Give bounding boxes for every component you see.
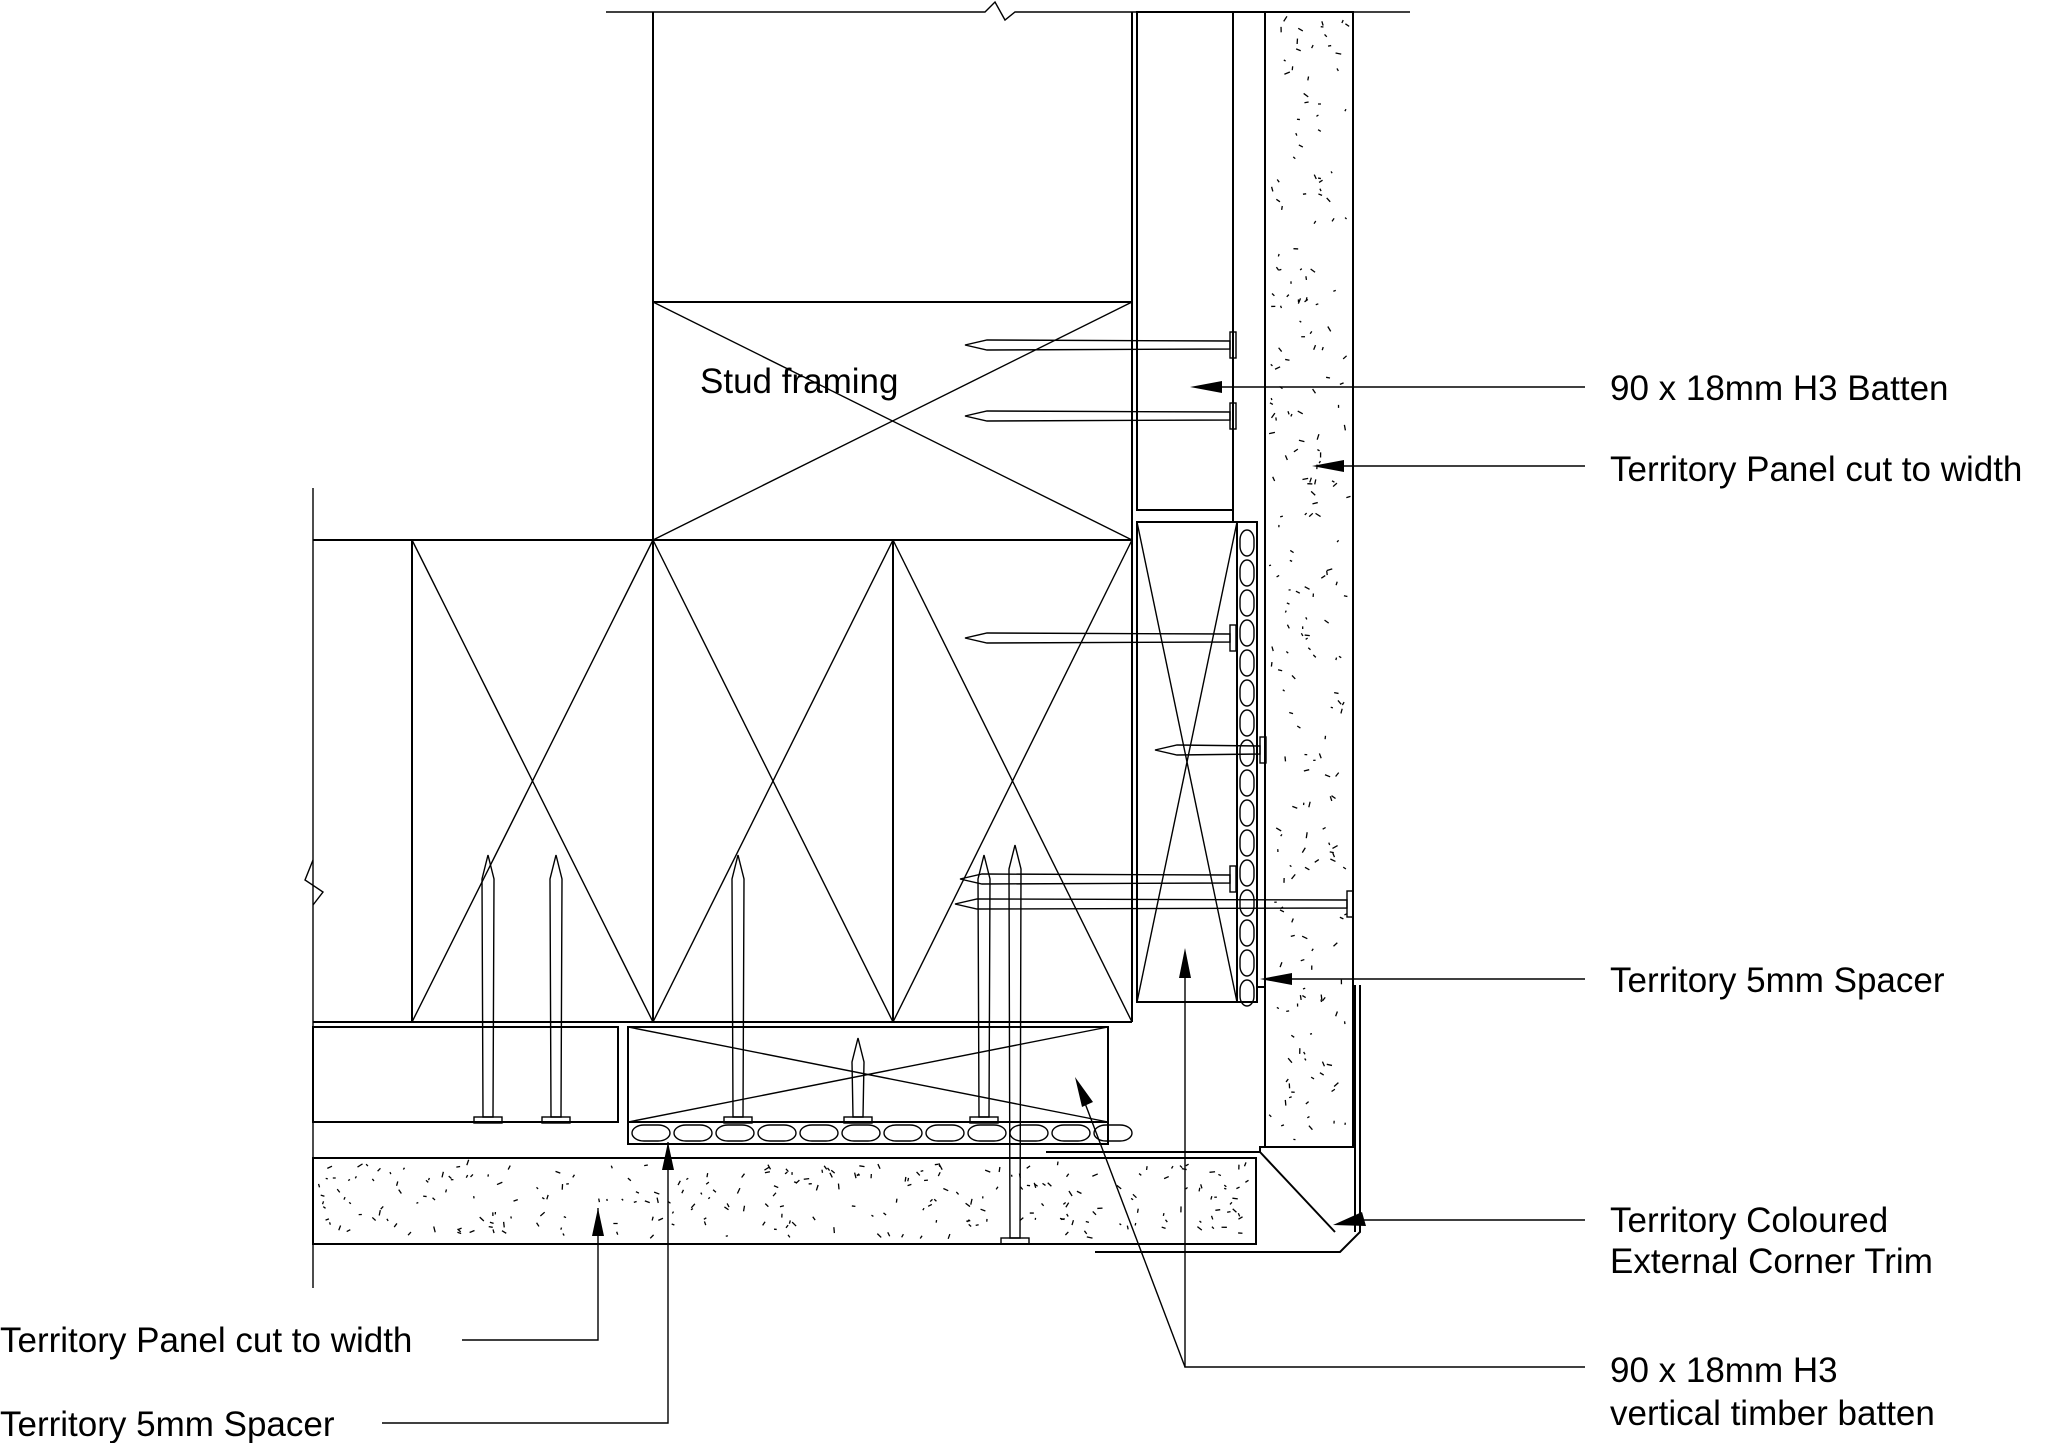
- label-spacer-right: Territory 5mm Spacer: [1610, 961, 1945, 1000]
- external-corner-trim: [1046, 985, 1361, 1253]
- label-corner-trim-line1: Territory Coloured: [1610, 1201, 1888, 1240]
- vertical-batten-corner: [1136, 521, 1238, 1003]
- territory-panel-bottom: [312, 1157, 1257, 1245]
- upper-stud-wall: [652, 12, 1133, 541]
- label-corner-trim-line2: External Corner Trim: [1610, 1242, 1933, 1281]
- label-batten-right: 90 x 18mm H3 Batten: [1610, 369, 1949, 408]
- territory-spacer-right: [1236, 521, 1258, 1007]
- stud-framing-row: [304, 488, 1133, 1288]
- label-spacer-left: Territory 5mm Spacer: [0, 1405, 335, 1443]
- leader-lines: [382, 381, 1585, 1424]
- territory-spacer-bottom: [627, 1121, 1133, 1145]
- label-vertical-batten-line2: vertical timber batten: [1610, 1394, 1935, 1433]
- territory-panel-right: [1264, 11, 1354, 1148]
- fixings: [473, 331, 1354, 1245]
- label-vertical-batten-line1: 90 x 18mm H3: [1610, 1351, 1838, 1390]
- label-stud-framing: Stud framing: [700, 362, 898, 401]
- label-panel-left: Territory Panel cut to width: [0, 1321, 412, 1360]
- top-break-line: [606, 0, 1410, 22]
- bottom-plate: [312, 1026, 1109, 1123]
- label-panel-right: Territory Panel cut to width: [1610, 450, 2022, 489]
